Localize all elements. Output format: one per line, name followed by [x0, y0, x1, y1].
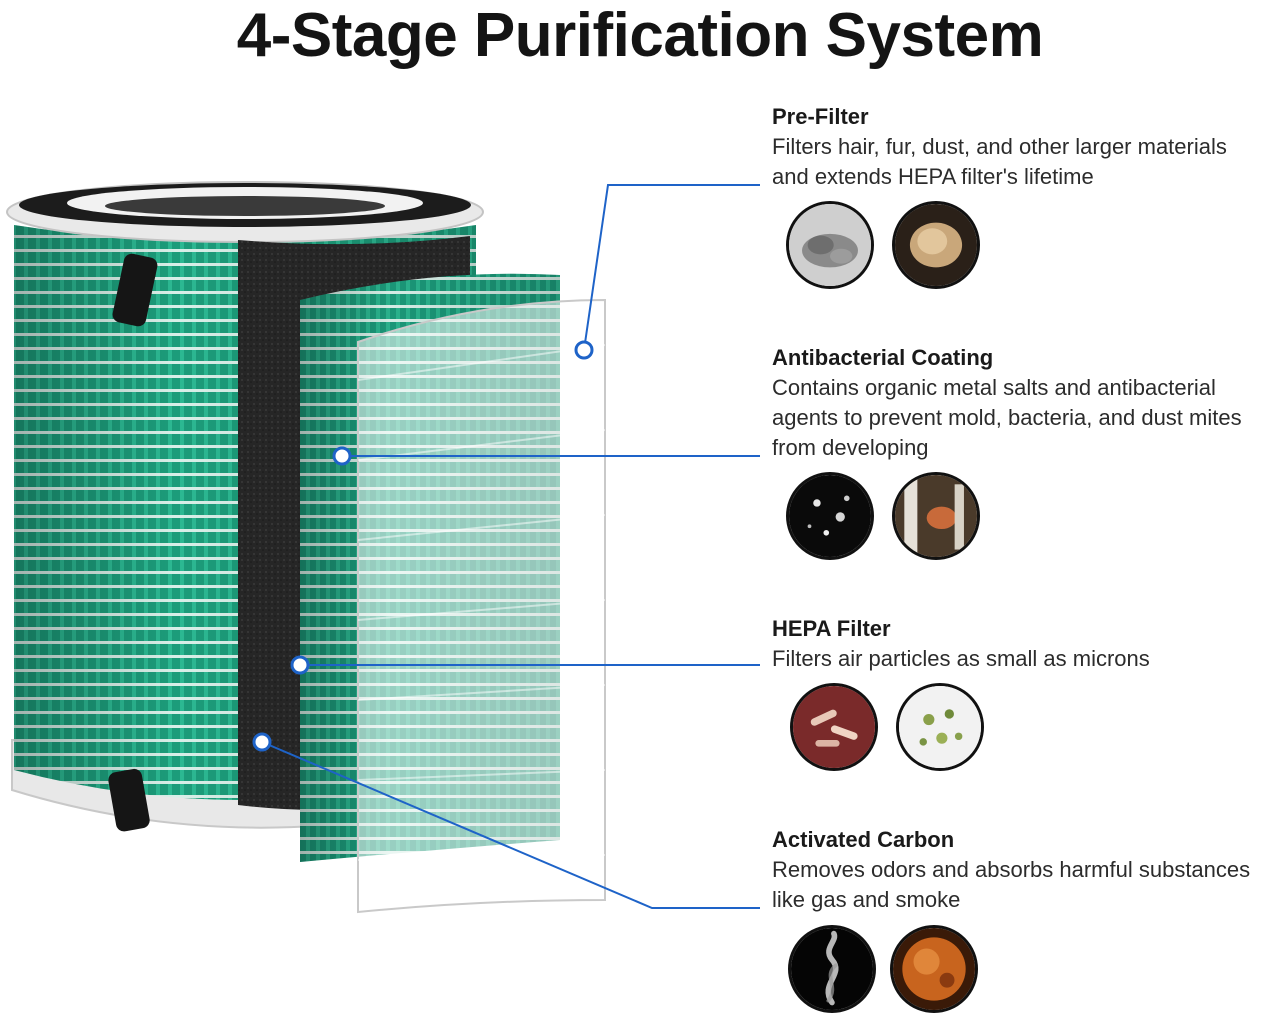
stage-description-line: from developing	[772, 435, 929, 460]
marker-dot-antibacterial	[332, 446, 352, 466]
bacteria-photo	[790, 683, 878, 771]
stage-title: Activated Carbon	[772, 827, 955, 852]
marker-dot-pre-filter	[574, 340, 594, 360]
dust-photo	[786, 201, 874, 289]
stage-activated-carbon: Activated Carbon Removes odors and absor…	[772, 825, 1280, 915]
pre-filter-mesh	[357, 298, 606, 914]
marker-dot-carbon	[252, 732, 272, 752]
marker-dot-hepa	[290, 655, 310, 675]
stage-title: Pre-Filter	[772, 104, 869, 129]
odor-particle-photo	[890, 925, 978, 1013]
stage-description-line: Filters hair, fur, dust, and other large…	[772, 134, 1227, 159]
pollen-photo	[896, 683, 984, 771]
smoke-photo	[788, 925, 876, 1013]
stage-pre-filter: Pre-Filter Filters hair, fur, dust, and …	[772, 102, 1280, 192]
page-title: 4-Stage Purification System	[236, 1, 1044, 70]
stage-hepa-filter: HEPA Filter Filters air particles as sma…	[772, 614, 1280, 674]
filter-cylinder-illustration	[6, 181, 760, 914]
leader-line-carbon	[261, 741, 760, 909]
stage-description-line: agents to prevent mold, bacteria, and du…	[772, 405, 1242, 430]
strap-bottom	[108, 768, 150, 832]
stage-antibacterial-coating: Antibacterial Coating Contains organic m…	[772, 343, 1280, 463]
mold-spores-photo	[786, 472, 874, 560]
leader-line-pre-filter	[583, 184, 760, 351]
stage-description-line: Removes odors and absorbs harmful substa…	[772, 857, 1251, 882]
dust-mite-photo	[892, 472, 980, 560]
stage-description-line: Contains organic metal salts and antibac…	[772, 375, 1216, 400]
strap-top	[112, 253, 158, 327]
stage-title: HEPA Filter	[772, 616, 891, 641]
fur-photo	[892, 201, 980, 289]
stage-title: Antibacterial Coating	[772, 345, 994, 370]
stage-description-line: Filters air particles as small as micron…	[772, 646, 1150, 671]
stage-description-line: and extends HEPA filter's lifetime	[772, 164, 1094, 189]
stage-description-line: like gas and smoke	[772, 887, 961, 912]
